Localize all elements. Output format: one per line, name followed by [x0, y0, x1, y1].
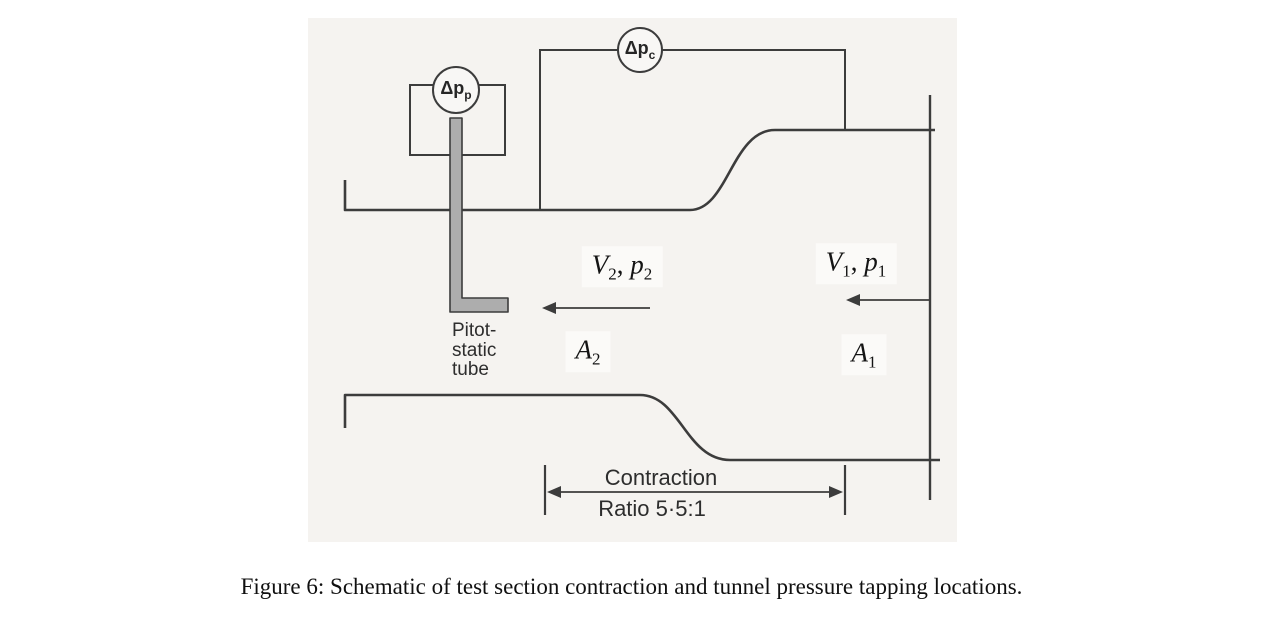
v2-sub: 2	[608, 264, 617, 284]
v1-var: V	[825, 246, 843, 277]
scanned-figure: Δpp Δpc V2, p2 V1, p1 A2 A1 Pitot- stati…	[308, 18, 957, 542]
contraction-gauge-wire-left	[539, 49, 618, 210]
figure-caption: Figure 6: Schematic of test section cont…	[240, 574, 1023, 599]
schematic-svg	[343, 27, 940, 515]
a1-sub: 1	[868, 352, 877, 372]
contraction-gauge-circle	[617, 27, 663, 73]
p2-var: p	[630, 249, 644, 280]
a2-var: A	[575, 334, 593, 365]
v1-sub: 1	[842, 261, 851, 281]
flow-arrow-v1	[846, 294, 930, 306]
p1-sub: 1	[877, 261, 887, 281]
v2-comma: ,	[616, 249, 631, 280]
pitot-gauge-label: Δpp	[440, 78, 471, 102]
pitot-tube-label-line2: static	[452, 339, 497, 361]
pitot-static-tube-shape	[449, 117, 509, 313]
tunnel-top-wall	[343, 128, 935, 212]
contraction-ratio-label-line1: Contraction	[604, 465, 718, 490]
flow-label-v2: V2, p2	[581, 246, 663, 288]
v1-comma: ,	[850, 246, 865, 277]
tunnel-bottom-wall	[343, 393, 940, 462]
flow-arrow-v2	[542, 302, 650, 314]
contraction-gauge-label-base: Δp	[624, 38, 649, 59]
pitot-tube-label: Pitot- static tube	[452, 321, 496, 380]
area-label-a1: A1	[841, 334, 887, 376]
p1-var: p	[864, 246, 878, 277]
pitot-gauge-circle	[432, 66, 480, 114]
v2-var: V	[591, 249, 609, 280]
area-label-a2: A2	[565, 331, 611, 373]
flow-label-v1: V1, p1	[815, 243, 897, 285]
contraction-span-arrow	[547, 486, 843, 498]
pitot-tube-label-line3: tube	[452, 359, 489, 380]
pitot-gauge-label-base: Δp	[440, 78, 465, 99]
p2-sub: 2	[643, 264, 653, 284]
contraction-ratio-label-line2: Ratio 5·5:1	[598, 496, 706, 521]
pitot-tube-label-line1: Pitot-	[452, 320, 497, 341]
a2-sub: 2	[592, 349, 601, 369]
contraction-gauge-label-sub: c	[648, 47, 656, 62]
pitot-gauge-label-sub: p	[464, 87, 472, 102]
contraction-gauge-label: Δpc	[625, 38, 656, 62]
contraction-gauge-wire-right	[662, 49, 846, 130]
a1-var: A	[851, 337, 869, 368]
